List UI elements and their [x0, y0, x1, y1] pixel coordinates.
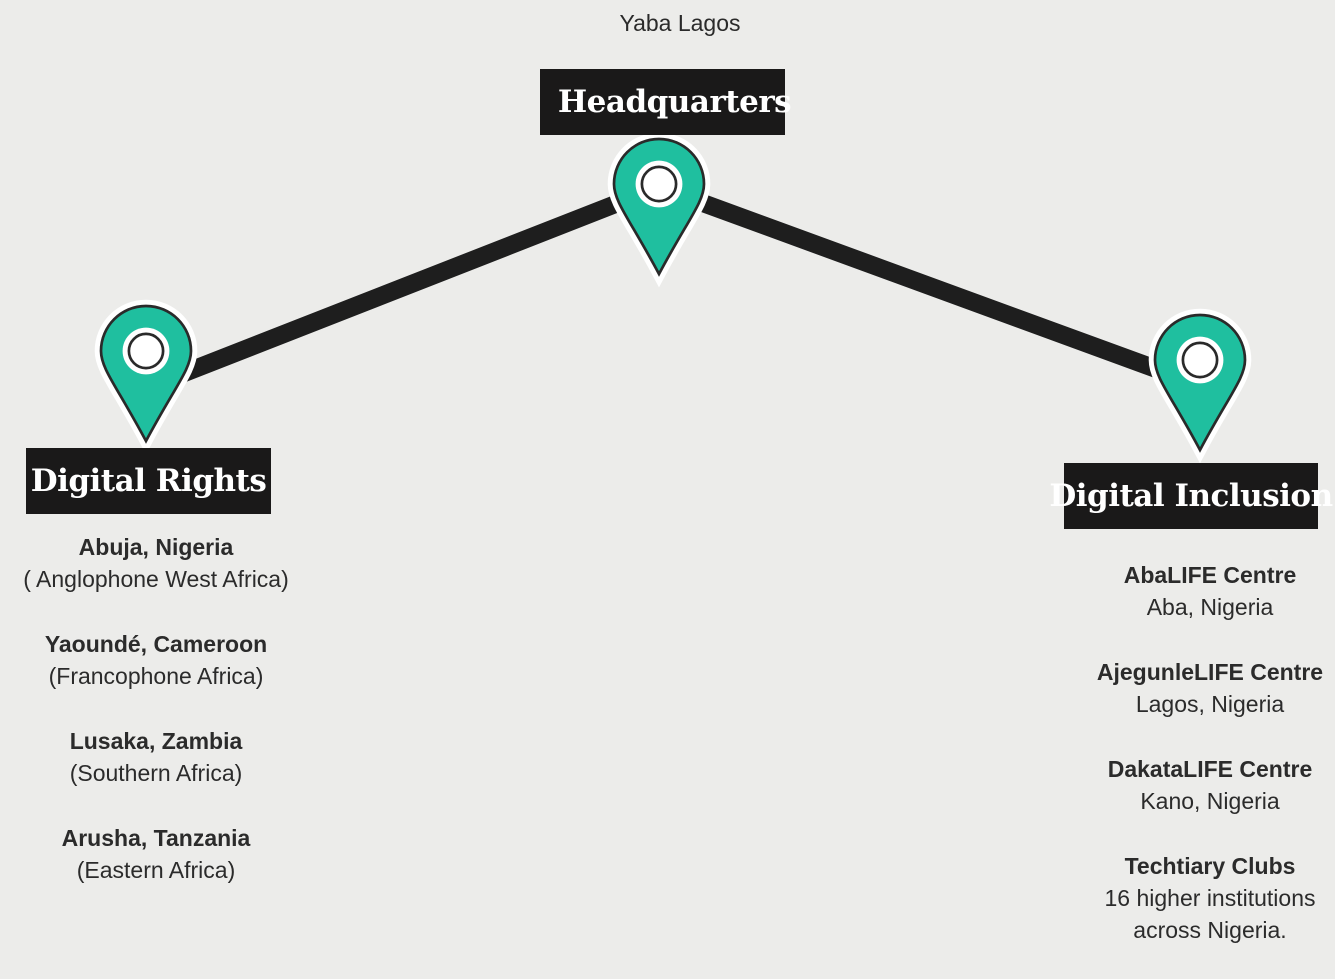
centre-location: Aba, Nigeria — [1146, 594, 1274, 620]
map-pin-icon — [614, 139, 704, 274]
office-name: Lusaka, Zambia — [69, 728, 243, 754]
office-item: Arusha, Tanzania (Eastern Africa) — [6, 822, 306, 886]
network-diagram — [0, 0, 1335, 944]
office-item: Abuja, Nigeria ( Anglophone West Africa) — [6, 531, 306, 595]
office-item: Lusaka, Zambia (Southern Africa) — [6, 725, 306, 789]
office-region: (Eastern Africa) — [76, 857, 236, 883]
digital-rights-label: Digital Rights — [26, 448, 271, 514]
connector-hq-to-inclusion — [650, 178, 1209, 394]
centre-item: AbaLIFE Centre Aba, Nigeria — [1070, 559, 1335, 623]
office-region: ( Anglophone West Africa) — [23, 566, 289, 592]
map-pin-icon — [1155, 315, 1245, 450]
centre-name: AbaLIFE Centre — [1123, 562, 1297, 588]
office-name: Abuja, Nigeria — [78, 534, 234, 560]
digital-inclusion-centre-list: AbaLIFE Centre Aba, Nigeria AjegunleLIFE… — [1070, 559, 1335, 979]
centre-location: Lagos, Nigeria — [1135, 691, 1285, 717]
office-name: Arusha, Tanzania — [61, 825, 251, 851]
centre-item: AjegunleLIFE Centre Lagos, Nigeria — [1070, 656, 1335, 720]
office-name: Yaoundé, Cameroon — [44, 631, 268, 657]
connector-hq-to-rights — [137, 178, 668, 397]
office-item: Yaoundé, Cameroon (Francophone Africa) — [6, 628, 306, 692]
map-pin-icon — [101, 306, 191, 441]
digital-rights-office-list: Abuja, Nigeria ( Anglophone West Africa)… — [6, 531, 306, 919]
office-region: (Southern Africa) — [69, 760, 243, 786]
centre-name: DakataLIFE Centre — [1107, 756, 1313, 782]
centre-location: Kano, Nigeria — [1140, 788, 1280, 814]
digital-inclusion-label: Digital Inclusion — [1049, 463, 1333, 529]
centre-name: Techtiary Clubs — [1124, 853, 1296, 879]
centre-location: across Nigeria. — [1133, 917, 1287, 943]
centre-name: AjegunleLIFE Centre — [1096, 659, 1324, 685]
office-region: (Francophone Africa) — [48, 663, 264, 689]
centre-location: 16 higher institutions — [1104, 885, 1316, 911]
centre-item: Techtiary Clubs 16 higher institutions a… — [1070, 850, 1335, 946]
hq-location-text: Yaba Lagos — [619, 10, 741, 36]
centre-item: DakataLIFE Centre Kano, Nigeria — [1070, 753, 1335, 817]
headquarters-label: Headquarters — [540, 69, 792, 135]
connector-lines — [137, 178, 1209, 397]
